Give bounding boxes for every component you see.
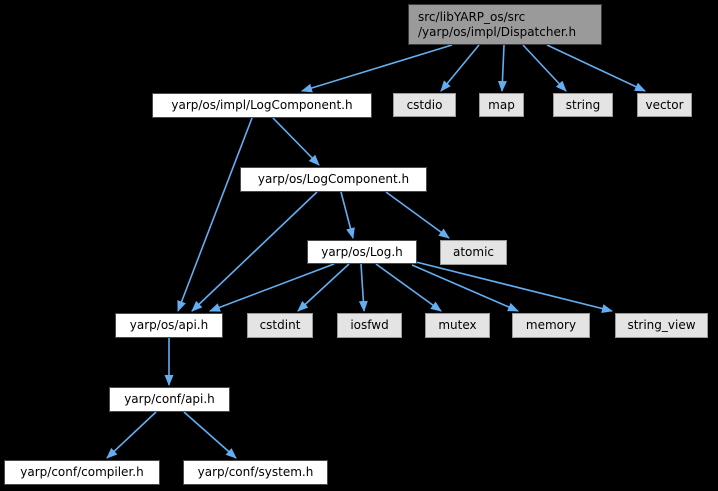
- edge-os-log-to-os-api: [209, 263, 335, 312]
- node-map: map: [479, 93, 524, 117]
- node-os-log-h[interactable]: yarp/os/Log.h: [307, 240, 417, 264]
- edge-os-log-to-string-view: [415, 261, 613, 313]
- edge-dispatcher-to-cstdio: [440, 44, 480, 92]
- edge-impl-logcomponent-to-os-api: [177, 117, 253, 312]
- node-string: string: [553, 93, 613, 117]
- edge-os-log-to-memory: [411, 264, 519, 312]
- edge-os-log-to-mutex: [375, 263, 442, 312]
- node-cstdint: cstdint: [247, 313, 313, 338]
- node-os-api-h[interactable]: yarp/os/api.h: [115, 313, 223, 338]
- edge-dispatcher-to-vector: [546, 44, 646, 92]
- node-dispatcher-h: src/libYARP_os/src /yarp/os/impl/Dispatc…: [408, 4, 602, 45]
- edge-conf-api-to-conf-system: [183, 411, 237, 459]
- node-conf-compiler-h[interactable]: yarp/conf/compiler.h: [4, 460, 160, 485]
- node-conf-api-h[interactable]: yarp/conf/api.h: [109, 387, 230, 412]
- edge-os-logcomponent-to-os-api: [191, 191, 318, 312]
- edge-os-logcomponent-to-os-log: [340, 191, 355, 239]
- node-os-logcomponent-h[interactable]: yarp/os/LogComponent.h: [240, 167, 427, 192]
- edge-dispatcher-to-impl-logcomponent: [301, 44, 453, 93]
- node-string-view: string_view: [615, 313, 708, 338]
- node-atomic: atomic: [440, 240, 507, 265]
- node-vector: vector: [637, 93, 692, 117]
- node-mutex: mutex: [425, 313, 490, 338]
- edge-dispatcher-to-map: [497, 44, 507, 92]
- node-impl-logcomponent-h[interactable]: yarp/os/impl/LogComponent.h: [152, 93, 372, 118]
- node-memory: memory: [512, 313, 590, 338]
- edge-dispatcher-to-string: [522, 44, 567, 92]
- node-iosfwd: iosfwd: [337, 313, 402, 338]
- edge-os-logcomponent-to-atomic: [385, 191, 450, 239]
- edge-os-log-to-cstdint: [297, 263, 350, 312]
- edge-os-log-to-iosfwd: [358, 263, 368, 312]
- edge-impl-logcomponent-to-os-logcomponent: [272, 117, 320, 166]
- node-cstdio: cstdio: [393, 93, 456, 117]
- edge-conf-api-to-conf-compiler: [106, 411, 157, 459]
- node-conf-system-h[interactable]: yarp/conf/system.h: [183, 460, 328, 485]
